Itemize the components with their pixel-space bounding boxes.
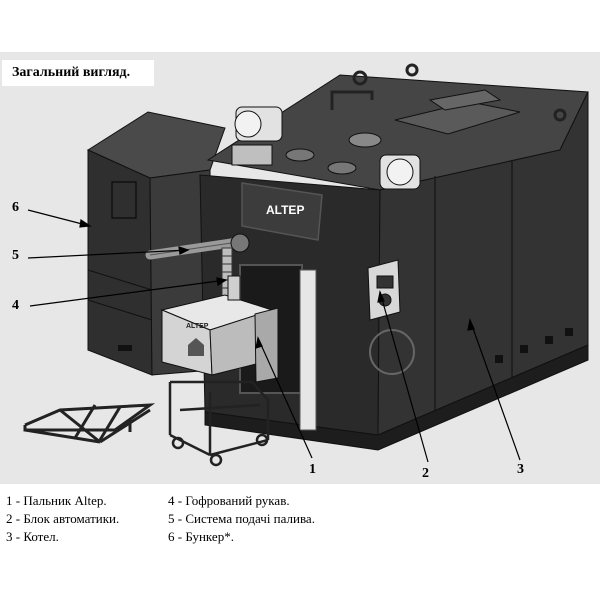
legend-item-control-unit: 2 - Блок автоматики. (6, 511, 120, 526)
burner-logo: ALTEP (186, 323, 209, 330)
legend-item-boiler: 3 - Котел. (6, 529, 59, 544)
burner-cart (168, 380, 270, 467)
callout-1: 1 (309, 462, 316, 477)
transport-frame (23, 403, 156, 444)
callout-3: 3 (517, 462, 524, 477)
leader-lines (27, 209, 521, 463)
boiler-logo: ALTEP (266, 203, 304, 217)
callout-6: 6 (12, 200, 19, 215)
callout-4: 4 (12, 298, 19, 313)
legend-item-hopper: 6 - Бункер*. (168, 529, 234, 544)
burner (160, 275, 279, 383)
legend-item-hose: 4 - Гофрований рукав. (168, 493, 290, 508)
control-unit (367, 259, 401, 321)
fan-top-left (231, 106, 283, 166)
legend-right: 4 - Гофрований рукав. 5 - Система подачі… (168, 492, 315, 546)
callout-2: 2 (422, 466, 429, 481)
fan-right (379, 154, 421, 190)
diagram-title: Загальний вигляд. (2, 60, 154, 86)
fuel-feed-system (145, 233, 250, 260)
legend-left: 1 - Пальник Altep. 2 - Блок автоматики. … (6, 492, 119, 546)
legend-item-fuel-feed: 5 - Система подачі палива. (168, 511, 315, 526)
legend-item-burner: 1 - Пальник Altep. (6, 493, 107, 508)
callout-5: 5 (12, 248, 19, 263)
